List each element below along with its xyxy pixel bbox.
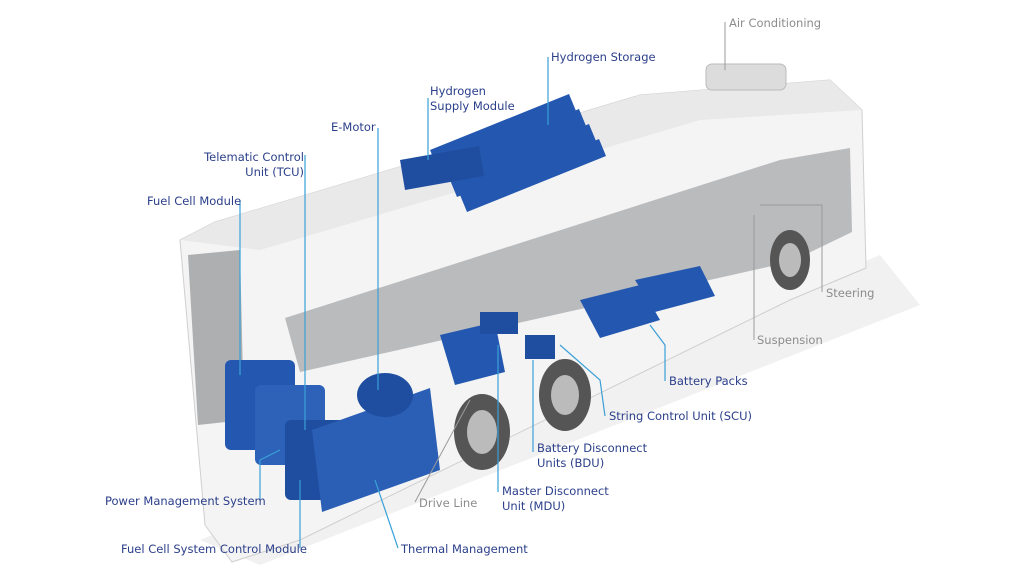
- label-tcu: Telematic Control Unit (TCU): [200, 150, 304, 180]
- label-suspension: Suspension: [757, 333, 823, 347]
- side-windows: [285, 148, 852, 372]
- label-line: Hydrogen: [430, 84, 486, 98]
- battery-packs: [440, 266, 715, 385]
- label-steering: Steering: [826, 286, 875, 300]
- label-bdu: Battery Disconnect Units (BDU): [537, 441, 647, 471]
- label-thermal-management: Thermal Management: [401, 542, 528, 556]
- leader-lines: [239, 57, 666, 549]
- fuel-cell-components: [225, 360, 440, 512]
- label-line: Units (BDU): [537, 456, 605, 470]
- label-fuel-cell-module: Fuel Cell Module: [147, 194, 242, 208]
- label-power-management-system: Power Management System: [105, 494, 266, 508]
- label-drive-line: Drive Line: [419, 496, 478, 510]
- label-line: Battery Disconnect: [537, 441, 648, 455]
- label-line: Telematic Control: [204, 150, 304, 164]
- label-hydrogen-supply-module: Hydrogen Supply Module: [430, 84, 515, 114]
- label-e-motor: E-Motor: [331, 120, 376, 134]
- air-conditioning-unit: [705, 63, 787, 91]
- label-line: Unit (TCU): [245, 165, 304, 179]
- label-hydrogen-storage: Hydrogen Storage: [551, 50, 656, 64]
- hydrogen-tanks: [400, 94, 606, 212]
- wheels: [454, 230, 810, 470]
- label-fuel-cell-system-control-module: Fuel Cell System Control Module: [121, 542, 307, 556]
- label-line: Supply Module: [430, 99, 515, 113]
- label-air-conditioning: Air Conditioning: [729, 16, 822, 30]
- label-line: Master Disconnect: [502, 484, 609, 498]
- label-line: Unit (MDU): [502, 499, 566, 513]
- secondary-leader-lines: [414, 22, 823, 503]
- label-mdu: Master Disconnect Unit (MDU): [502, 484, 609, 514]
- label-scu: String Control Unit (SCU): [609, 409, 752, 423]
- label-battery-packs: Battery Packs: [669, 374, 748, 388]
